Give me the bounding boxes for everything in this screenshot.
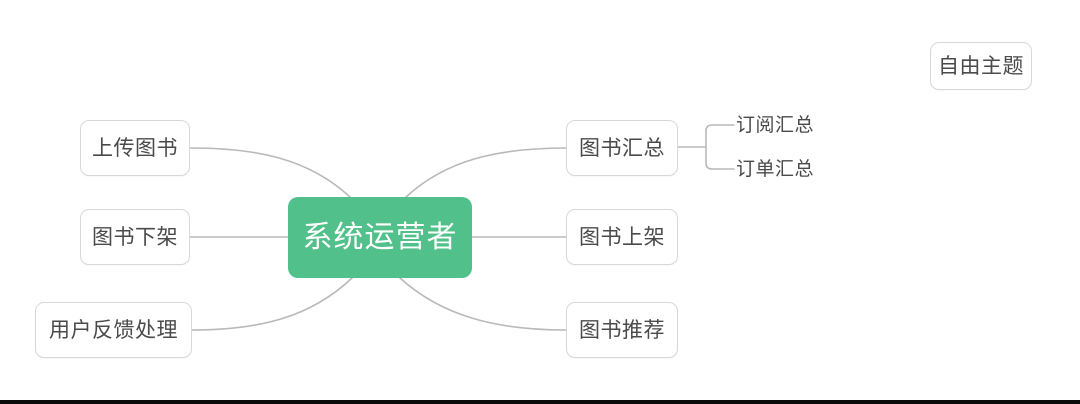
leaf-order-summary[interactable]: 订单汇总 — [736, 160, 814, 179]
node-label: 图书汇总 — [579, 136, 665, 160]
node-root-system-operator[interactable]: 系统运营者 — [288, 197, 472, 278]
edge-root-recommend — [399, 277, 567, 331]
leaf-subscription-summary[interactable]: 订阅汇总 — [736, 116, 814, 135]
node-delist-books[interactable]: 图书下架 — [80, 209, 190, 265]
node-label: 图书推荐 — [579, 318, 665, 342]
node-user-feedback[interactable]: 用户反馈处理 — [35, 302, 192, 358]
node-free-topic[interactable]: 自由主题 — [930, 42, 1032, 90]
node-upload-books[interactable]: 上传图书 — [80, 120, 190, 176]
node-label: 系统运营者 — [302, 220, 458, 254]
node-book-summary[interactable]: 图书汇总 — [566, 120, 678, 176]
leaf-label: 订阅汇总 — [736, 115, 815, 136]
edge-root-upload — [189, 147, 351, 198]
leaf-label: 订单汇总 — [736, 159, 815, 180]
node-recommend-books[interactable]: 图书推荐 — [566, 302, 678, 358]
edge-root-summary — [405, 147, 567, 198]
node-label: 用户反馈处理 — [49, 318, 178, 342]
edge-root-feedback — [191, 277, 353, 331]
node-label: 上传图书 — [92, 136, 178, 160]
window-bottom-border — [0, 400, 1080, 404]
node-label: 图书下架 — [92, 225, 178, 249]
edge-summary-bracket — [705, 124, 719, 170]
node-label: 自由主题 — [938, 54, 1024, 78]
node-list-books[interactable]: 图书上架 — [566, 209, 678, 265]
node-label: 图书上架 — [579, 225, 665, 249]
